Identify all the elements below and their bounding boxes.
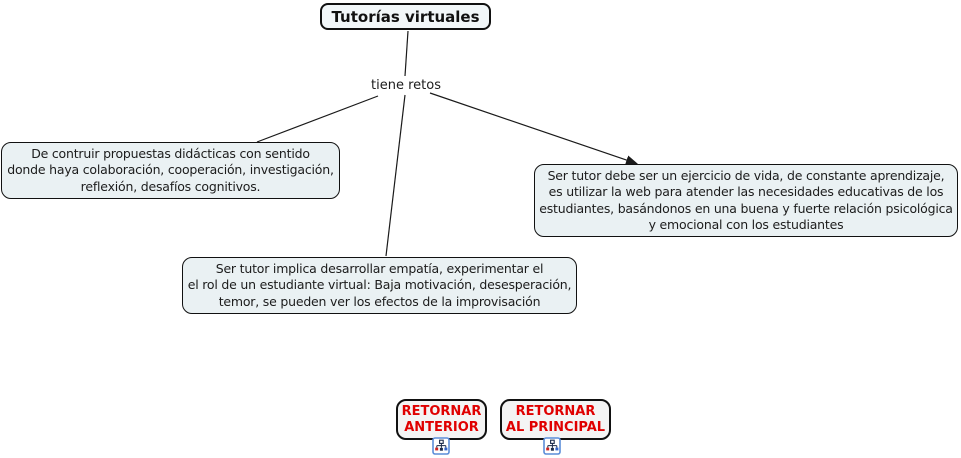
node-ejercicio-de-vida: Ser tutor debe ser un ejercicio de vida,… — [534, 164, 958, 237]
node-text-line: temor, se pueden ver los efectos de la i… — [218, 293, 541, 309]
node-text-line: donde haya colaboración, cooperación, in… — [7, 162, 334, 178]
button-label-line: ANTERIOR — [404, 419, 479, 435]
node-desarrollar-empatia: Ser tutor implica desarrollar empatía, e… — [182, 257, 577, 314]
node-text-line: De contruir propuestas didácticas con se… — [31, 145, 310, 161]
link-label-to-middle-node — [385, 94, 406, 257]
button-label-line: RETORNAR — [401, 403, 482, 419]
node-text-line: el rol de un estudiante virtual: Baja mo… — [187, 277, 572, 293]
node-text-line: es utilizar la web para atender las nece… — [548, 184, 944, 199]
concept-map-icon[interactable] — [432, 437, 450, 455]
link-title-to-label — [404, 30, 409, 77]
button-label-line: AL PRINCIPAL — [505, 419, 606, 435]
link-label-to-left-node — [256, 95, 379, 143]
concept-map-icon[interactable] — [543, 437, 561, 455]
node-text-line: reflexión, desafíos cognitivos. — [80, 178, 261, 194]
node-propuestas-didacticas: De contruir propuestas didácticas con se… — [1, 142, 340, 199]
retornar-anterior-button[interactable]: RETORNAR ANTERIOR — [396, 399, 487, 440]
link-label-to-right-node-arrow — [429, 92, 638, 165]
retornar-principal-button[interactable]: RETORNAR AL PRINCIPAL — [500, 399, 611, 440]
linking-phrase-tiene-retos: tiene retos — [371, 78, 441, 93]
node-text-line: y emocional con los estudiantes — [648, 217, 844, 232]
node-title: Tutorías virtuales — [320, 3, 491, 30]
node-text-line: estudiantes, basándonos en una buena y f… — [539, 200, 953, 216]
button-label-line: RETORNAR — [515, 403, 596, 419]
node-text-line: Ser tutor debe ser un ejercicio de vida,… — [547, 167, 945, 183]
node-text-line: Ser tutor implica desarrollar empatía, e… — [215, 260, 544, 276]
